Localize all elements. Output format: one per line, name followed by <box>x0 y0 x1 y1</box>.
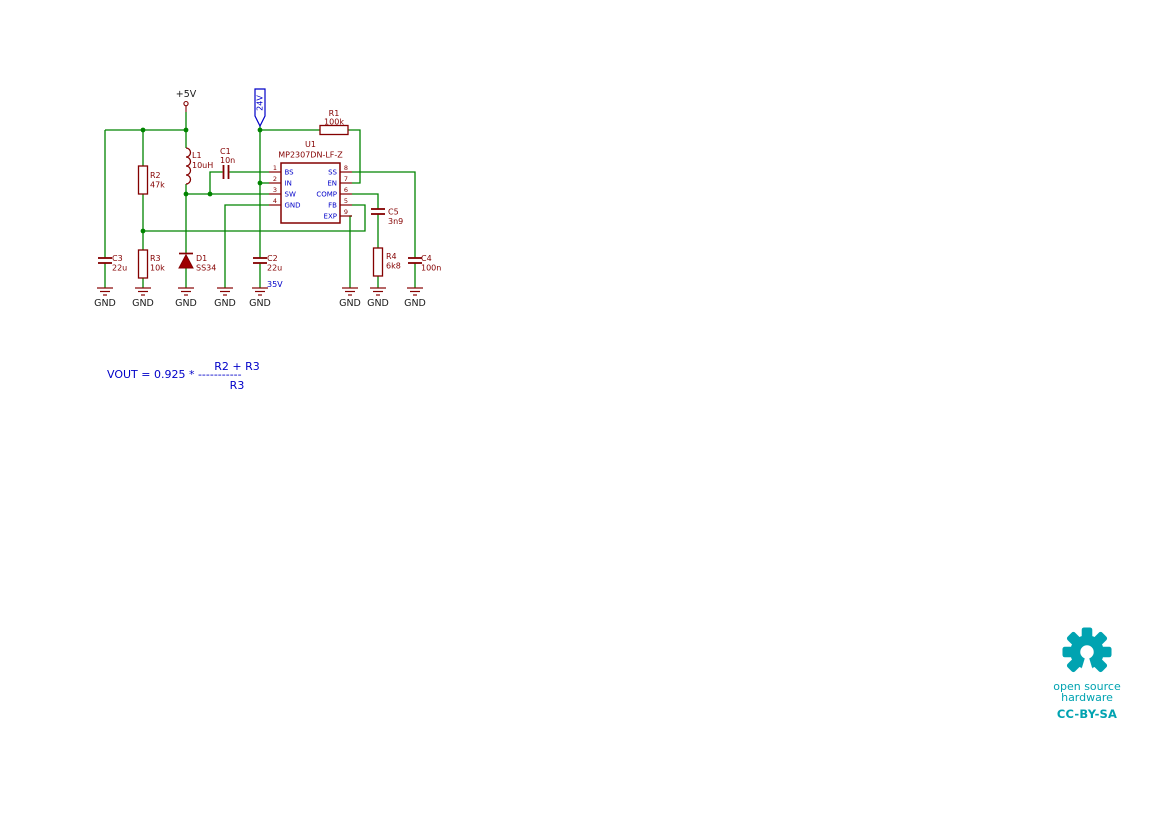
c2-value: 22u <box>267 264 282 273</box>
resistor-r4-symbol <box>372 247 384 277</box>
junction-dots <box>140 127 263 234</box>
gnd-symbol <box>96 287 114 296</box>
u1-pin7-num: 7 <box>344 175 348 183</box>
capacitor-c4-symbol <box>407 257 423 264</box>
resistor-r1-symbol <box>319 124 349 136</box>
r2-ref: R2 <box>150 171 161 180</box>
u1-pin8-num: 8 <box>344 164 348 172</box>
u1-pin-sw: SW <box>285 191 296 199</box>
wire-ss-to-c4 <box>352 171 416 258</box>
r4-value: 6k8 <box>386 262 401 271</box>
r4-ref: R4 <box>386 252 397 261</box>
u1-pin-ss: SS <box>328 169 337 177</box>
oshw-badge: open source hardware CC-BY-SA <box>1044 627 1130 721</box>
u1-pin-bs: BS <box>285 169 295 177</box>
r3-value: 10k <box>150 264 165 273</box>
formula-main: VOUT = 0.925 * ----------- <box>107 368 242 381</box>
c4-value: 100n <box>421 264 441 273</box>
c3-ref: C3 <box>112 254 123 263</box>
u1-value: MP2307DN-LF-Z <box>278 151 343 160</box>
capacitor-c1-symbol <box>222 164 230 180</box>
resistor-r2-symbol <box>137 165 149 195</box>
wire-comp-to-c5 <box>352 193 379 209</box>
l1-value: 10uH <box>192 161 213 170</box>
u1-pin-exp: EXP <box>324 213 337 221</box>
u1-pin6-num: 6 <box>344 186 348 194</box>
l1-ref: L1 <box>192 151 202 160</box>
gnd-symbol <box>341 287 359 296</box>
c1-ref: C1 <box>220 147 231 156</box>
capacitor-c2-symbol <box>252 257 268 264</box>
c5-value: 3n9 <box>388 217 403 226</box>
wire-r1-to-en <box>348 129 361 184</box>
gnd-symbol <box>177 287 195 296</box>
u1-pin4-num: 4 <box>273 197 277 205</box>
gnd-symbol <box>216 287 234 296</box>
r1-ref: R1 <box>329 109 340 118</box>
c5-ref: C5 <box>388 208 399 217</box>
gnd-label: GND <box>175 298 197 309</box>
inductor-l1-symbol <box>185 147 192 185</box>
u1-body <box>280 162 341 224</box>
net-24v-label: 24V <box>256 95 265 111</box>
u1-pin3-num: 3 <box>273 186 277 194</box>
u1-pin-in: IN <box>285 180 292 188</box>
badge-line2: hardware <box>1061 691 1113 704</box>
gnd-label: GND <box>249 298 271 309</box>
gnd-label: GND <box>404 298 426 309</box>
power-5v-symbol <box>183 100 189 112</box>
r1-value: 100k <box>324 118 344 127</box>
oshw-gear-icon <box>1062 627 1112 678</box>
wires <box>104 112 416 288</box>
gnd-symbol <box>134 287 152 296</box>
c4-ref: C4 <box>421 254 432 263</box>
net-flag-24v <box>254 88 266 128</box>
gnd-symbols <box>96 287 424 296</box>
capacitor-c5-symbol <box>370 208 386 215</box>
c1-value: 10n <box>220 156 235 165</box>
c2-ref: C2 <box>267 254 278 263</box>
gnd-label: GND <box>367 298 389 309</box>
u1-pin5-num: 5 <box>344 197 348 205</box>
formula-denominator: R3 <box>230 379 245 392</box>
c3-value: 22u <box>112 264 127 273</box>
d1-ref: D1 <box>196 254 207 263</box>
wire-fb-to-divider <box>143 204 366 232</box>
u1-pin9-num: 9 <box>344 208 348 216</box>
u1-pin1-num: 1 <box>273 164 277 172</box>
r3-ref: R3 <box>150 254 161 263</box>
gnd-label: GND <box>339 298 361 309</box>
gnd-symbol <box>406 287 424 296</box>
gnd-symbol <box>369 287 387 296</box>
u1-pin-gnd: GND <box>285 202 301 210</box>
vout-formula: R2 + R3 VOUT = 0.925 * ----------- R3 <box>107 360 260 392</box>
u1-pin-en: EN <box>327 180 337 188</box>
gnd-label: GND <box>132 298 154 309</box>
u1-pin-comp: COMP <box>316 191 337 199</box>
u1-pin-stubs <box>269 171 352 217</box>
r2-value: 47k <box>150 181 165 190</box>
capacitor-c3-symbol <box>97 257 113 264</box>
c2-rating: 35V <box>267 280 283 289</box>
gnd-label: GND <box>214 298 236 309</box>
schematic-labels: +5V 24V R1 100k U1 MP2307DN-LF-Z C1 10n … <box>94 89 441 392</box>
badge-line1: open source <box>1053 680 1121 693</box>
u1-pin2-num: 2 <box>273 175 277 183</box>
gnd-symbol <box>251 287 269 296</box>
diode-d1-symbol <box>178 252 194 269</box>
component-graphics <box>96 88 424 296</box>
d1-value: SS34 <box>196 264 216 273</box>
wire-pin4-gnd <box>224 204 269 288</box>
resistor-r3-symbol <box>137 249 149 279</box>
formula-numerator: R2 + R3 <box>214 360 260 373</box>
wire-c1-left <box>209 171 223 194</box>
gnd-label: GND <box>94 298 116 309</box>
power-5v-label: +5V <box>176 89 197 100</box>
badge-license: CC-BY-SA <box>1056 707 1118 721</box>
wire-exp-gnd <box>349 215 352 288</box>
u1-ref: U1 <box>305 140 316 149</box>
u1-pin-fb: FB <box>328 202 337 210</box>
